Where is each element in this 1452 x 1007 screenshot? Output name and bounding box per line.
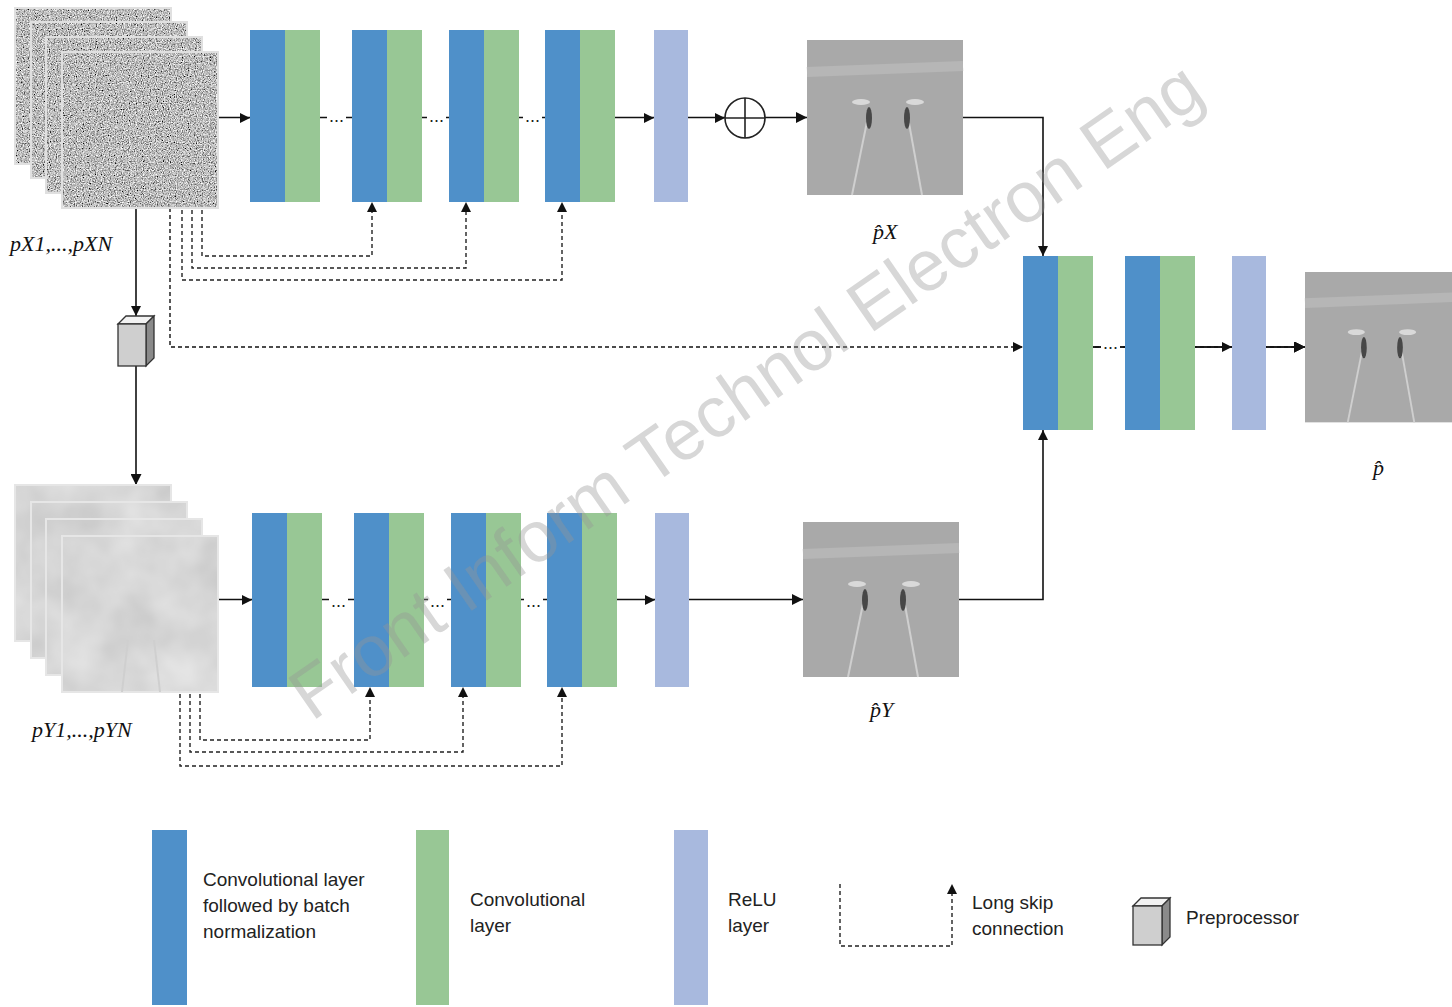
skip-line [192,210,466,268]
arrow-head [715,113,725,123]
arrow-head [645,595,655,605]
conv-layer [1058,256,1093,430]
ellipsis: ... [524,592,543,610]
ellipsis: ... [427,107,446,125]
image-label: pY1,...,pYN [30,718,134,742]
arrow-head [557,687,567,697]
preprocessor-cube [118,306,154,366]
arrow-head [461,202,471,212]
arrow-head [240,113,250,123]
ellipsis: ... [329,592,348,610]
conv-layer [285,30,320,202]
skip-line [180,694,562,766]
arrow-head [557,202,567,212]
relu-layer [654,30,688,202]
input-stack-x [15,8,218,208]
legend-text: Long skip connection [972,890,1090,942]
input-image-stack: pY1,...,pYN [15,485,218,692]
cube-front [118,324,146,366]
sum-node-cross [725,98,765,138]
preprocessed-image [62,536,218,692]
network-x [240,30,765,202]
conv-layer [1160,256,1195,430]
legend-text: Convolutional layer followed by batch no… [203,867,388,945]
conv-layer [387,30,422,202]
legend-swatch [674,830,708,1005]
cube-side [146,316,154,366]
arrow-head [1013,342,1023,352]
arrow-head [131,306,141,316]
image-border [62,536,218,692]
output-image: p̂X [807,40,963,195]
conv-bn-layer [1125,256,1160,430]
conv-layer [484,30,519,202]
skip-line [182,210,562,280]
arrow-head [644,113,654,123]
conv-bn-layer [545,30,580,202]
noisy-image [62,52,218,208]
legend-swatch [416,830,449,1005]
cube-side [1162,898,1170,945]
ellipsis: ... [523,107,542,125]
ellipsis: ... [1101,334,1120,352]
legend-text: Preprocessor [1186,905,1386,931]
arrow-head [1222,342,1232,352]
relu-layer [1232,256,1266,430]
arrow-head [458,687,468,697]
input-image-stack: pX1,...,pXN [15,8,218,208]
relu-layer [655,513,689,687]
ellipsis: ... [327,107,346,125]
sum-node [725,98,765,138]
image-label: p̂Y [868,698,895,722]
legend-swatch [152,830,187,1005]
fusion-network [1013,246,1266,440]
arrow-head [947,884,957,894]
arrow-head [367,202,377,212]
output-image-x [807,40,963,195]
arrow-head [1038,430,1048,440]
conv-bn-layer [252,513,287,687]
skip-sample [840,884,952,946]
image-label: p̂ [1371,456,1386,480]
image-detail [122,640,160,692]
output-image: p̂Y [803,522,959,677]
image-border [62,52,218,208]
conv-layer [580,30,615,202]
conv-bn-layer [352,30,387,202]
output-image-y [803,522,959,677]
legend-text: ReLU layer [728,887,803,939]
skip-line [202,210,372,256]
conv-bn-layer [1023,256,1058,430]
legend-samples [840,884,1170,946]
fused-output-image: p̂ [1305,272,1452,422]
arrow-head [242,595,252,605]
conv-bn-layer [449,30,484,202]
arrow-head [1038,246,1048,256]
conv-bn-layer [250,30,285,202]
cube-front [1133,906,1162,945]
image-label: pX1,...,pXN [8,232,114,256]
fused-output-image [1305,272,1452,422]
input-stack-y [15,485,218,692]
legend-text: Convolutional layer [470,887,610,939]
